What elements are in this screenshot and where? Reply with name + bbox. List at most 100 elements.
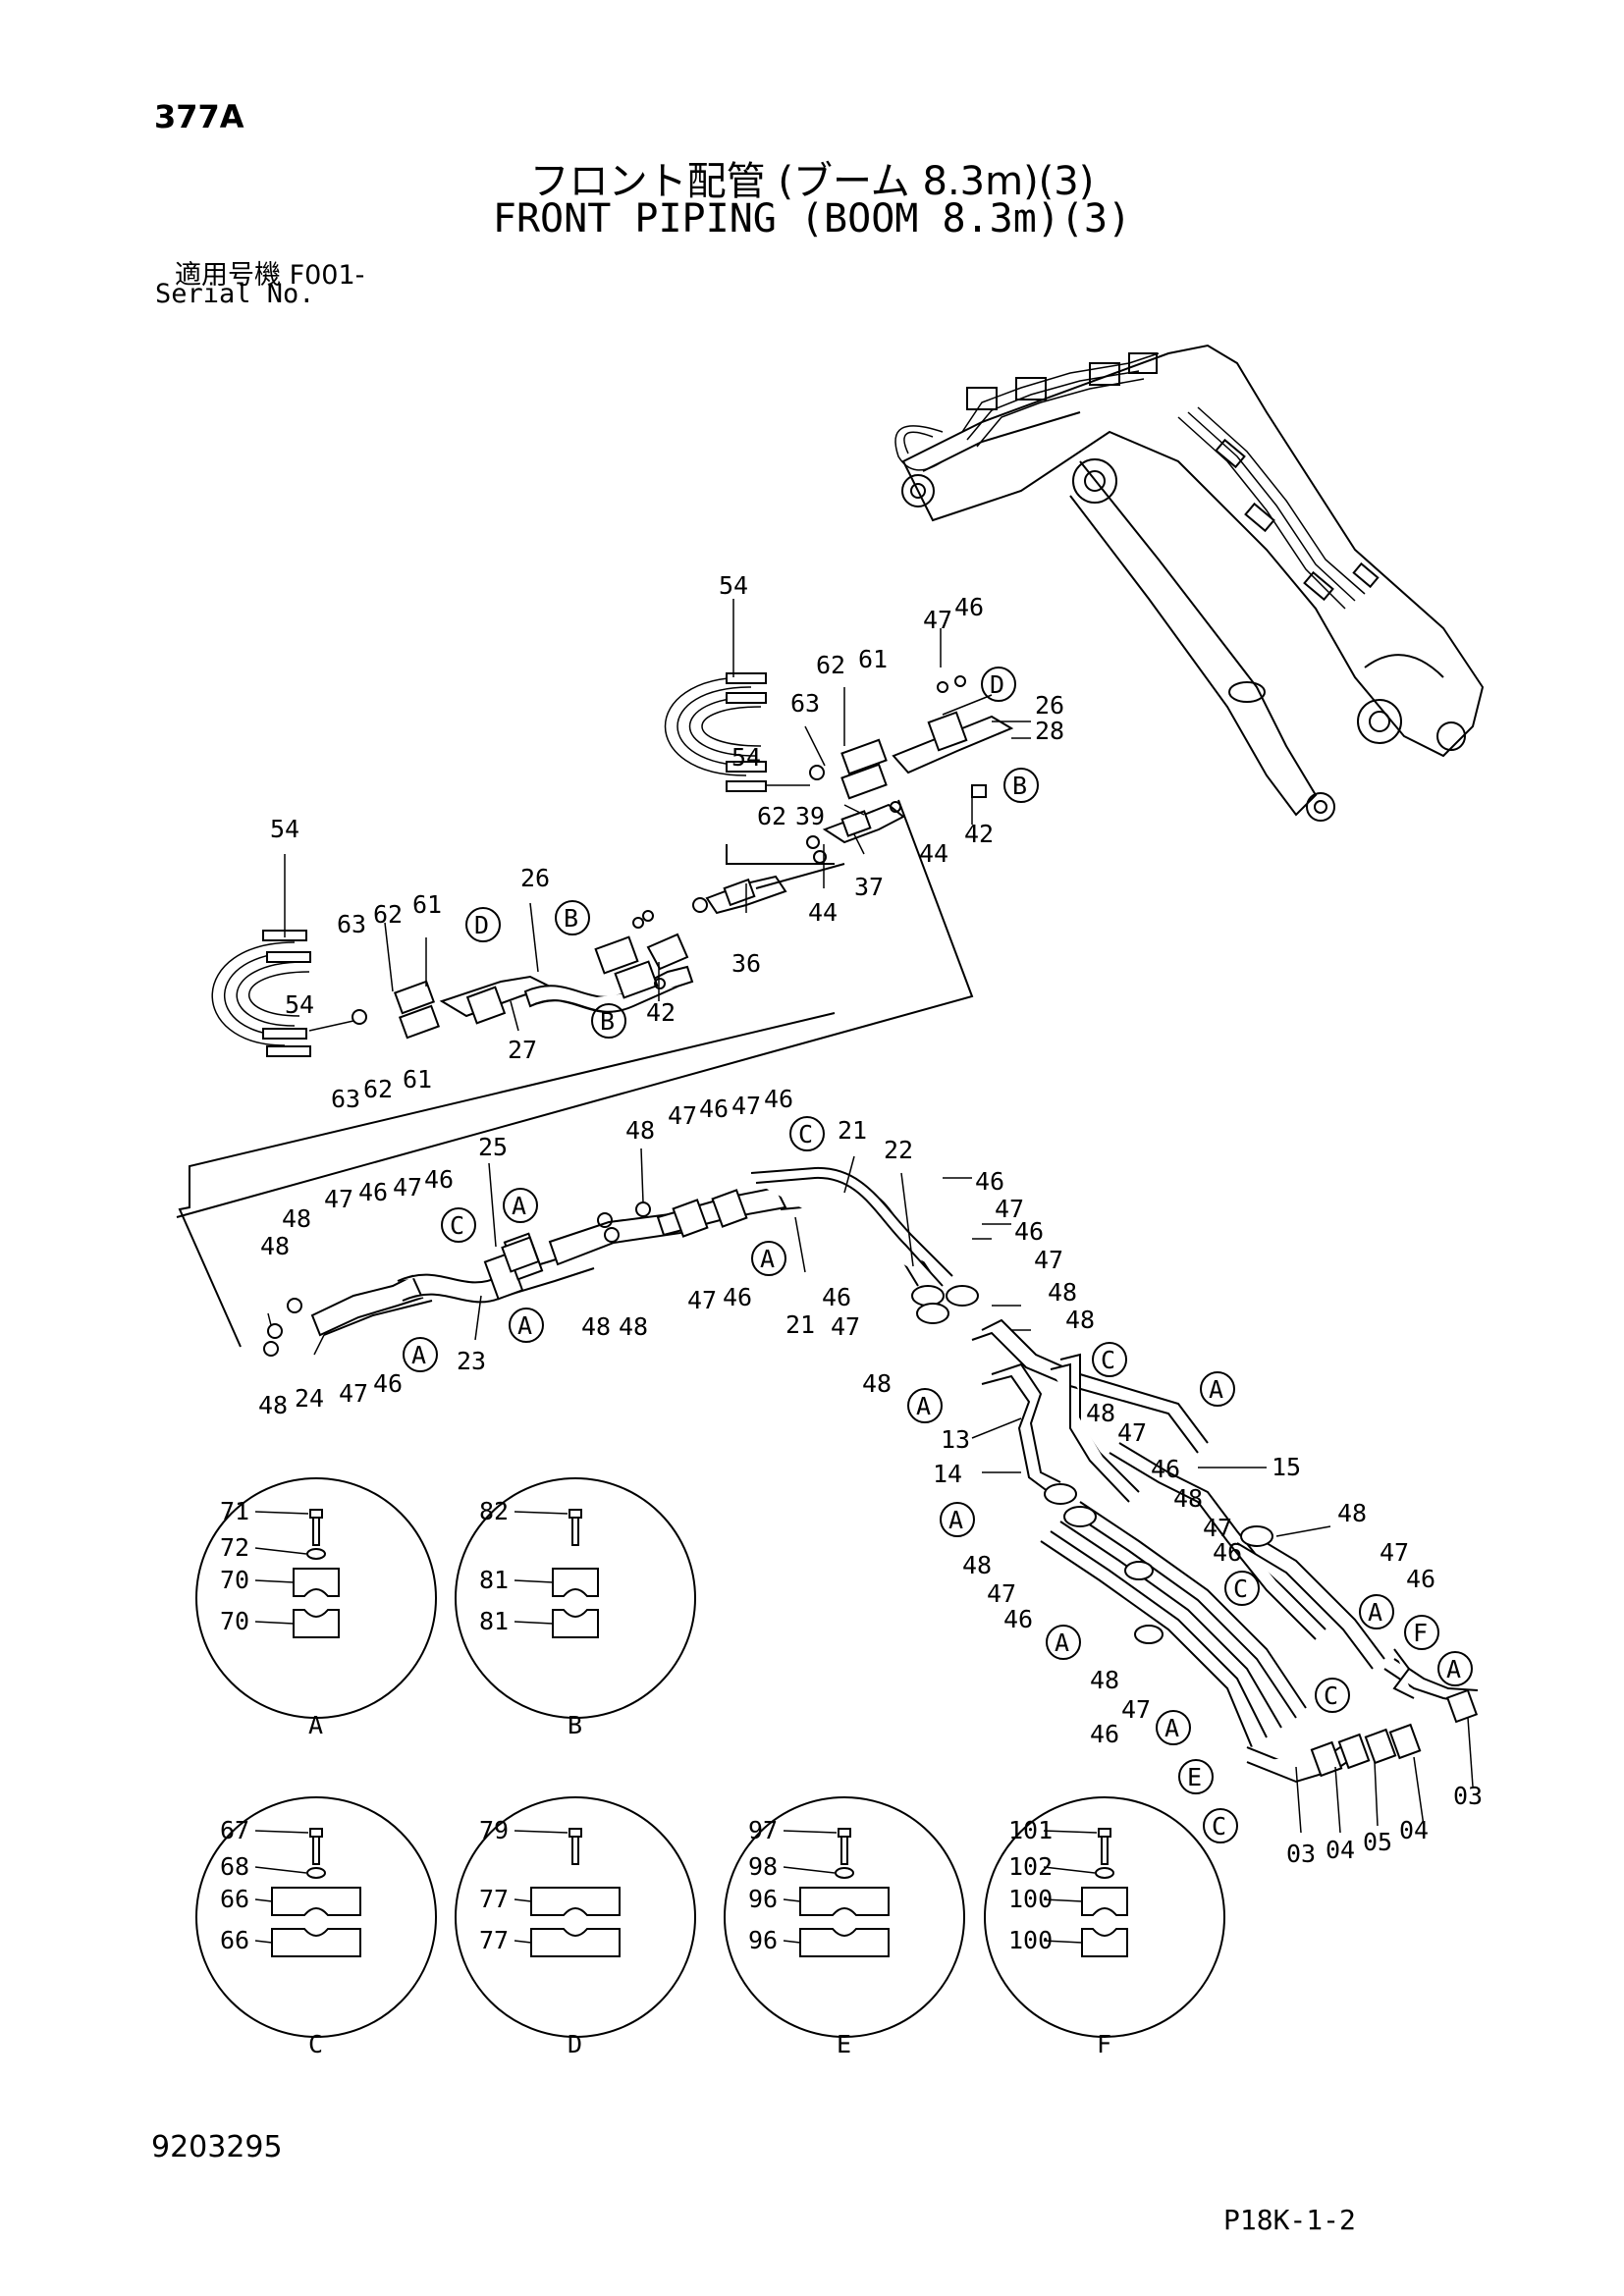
detail-letter: B (568, 1711, 582, 1739)
svg-text:C: C (1324, 1682, 1338, 1710)
callout: 47 (668, 1101, 697, 1130)
svg-text:C: C (450, 1211, 464, 1240)
callout: 48 (282, 1204, 311, 1233)
detail-part-number: 79 (479, 1816, 509, 1844)
callout: 26 (1035, 691, 1064, 720)
callout: 46 (1090, 1720, 1119, 1748)
callout: 54 (270, 815, 299, 843)
callout: 54 (719, 571, 748, 600)
callout: 48 (1065, 1306, 1095, 1334)
callout: 04 (1399, 1816, 1429, 1844)
callout: 46 (954, 593, 984, 621)
ref-c-2: C (441, 1207, 476, 1243)
ref-a-11: A (1156, 1710, 1191, 1745)
callout: 47 (1203, 1514, 1232, 1542)
document-number: 9203295 (151, 2130, 283, 2164)
callout: 62 (757, 802, 786, 830)
callout: 47 (324, 1185, 353, 1213)
callout: 63 (337, 910, 366, 938)
callout: 63 (790, 689, 820, 718)
leader-lines (267, 599, 1474, 1834)
detail-part-number: 81 (479, 1566, 509, 1594)
ref-c-1: C (789, 1116, 825, 1151)
ref-e: E (1178, 1759, 1214, 1794)
svg-text:F: F (1413, 1619, 1428, 1647)
callout: 21 (838, 1116, 867, 1145)
detail-part-number: 96 (748, 1885, 778, 1913)
svg-text:B: B (600, 1007, 615, 1036)
detail-letter: F (1097, 2030, 1111, 2058)
callout: 47 (987, 1579, 1016, 1608)
detail-part-number: 70 (220, 1566, 249, 1594)
ref-a-3: A (509, 1308, 544, 1343)
connection-boundary (176, 799, 974, 1348)
callout: 47 (1034, 1246, 1063, 1274)
callout: 47 (731, 1092, 761, 1120)
page-reference: P18K-1-2 (1223, 2204, 1356, 2236)
detail-part-number: 98 (748, 1852, 778, 1881)
callout: 04 (1326, 1836, 1355, 1864)
callout: 46 (1014, 1217, 1044, 1246)
callout: 44 (808, 898, 838, 927)
detail-part-number: 81 (479, 1607, 509, 1635)
middle-pipe-assembly (263, 1166, 1479, 1784)
detail-part-number: 67 (220, 1816, 249, 1844)
boom-overview-illustration (894, 344, 1485, 822)
detail-letter: C (308, 2030, 323, 2058)
callout: 47 (1380, 1538, 1409, 1567)
callout: 48 (1090, 1666, 1119, 1694)
callout: 48 (625, 1116, 655, 1145)
callout: 46 (975, 1167, 1004, 1196)
callout: 54 (731, 743, 761, 772)
ref-b-left2: B (591, 1003, 626, 1039)
callout: 46 (723, 1283, 752, 1311)
callout: 61 (412, 890, 442, 919)
callout: 27 (508, 1036, 537, 1064)
callout: 46 (1151, 1455, 1180, 1483)
callout: 26 (520, 864, 550, 892)
ref-a-7: A (940, 1502, 975, 1537)
callout: 44 (919, 839, 948, 868)
callout: 46 (424, 1165, 454, 1194)
ref-a-6: A (1200, 1371, 1235, 1407)
callout: 46 (1213, 1538, 1242, 1567)
ref-c-5: C (1315, 1678, 1350, 1713)
callout: 37 (854, 873, 884, 901)
svg-text:A: A (517, 1311, 532, 1340)
callout: 48 (1048, 1278, 1077, 1307)
svg-text:A: A (948, 1506, 963, 1534)
callout: 47 (831, 1312, 860, 1341)
svg-text:C: C (1233, 1575, 1248, 1603)
detail-letter: A (308, 1711, 323, 1739)
callout: 54 (285, 990, 314, 1019)
callout: 48 (962, 1551, 992, 1579)
callout: 46 (358, 1178, 388, 1206)
svg-text:A: A (1164, 1714, 1179, 1742)
callout: 05 (1363, 1828, 1392, 1856)
ref-c-6: C (1203, 1808, 1238, 1843)
callout: 48 (258, 1391, 288, 1419)
callout: 61 (858, 645, 888, 673)
detail-part-number: 72 (220, 1533, 249, 1562)
svg-text:D: D (474, 911, 489, 939)
detail-part-number: 77 (479, 1885, 509, 1913)
reference-letter-markers: D B D B B C A C A A A C A A A C A A F A … (403, 667, 1473, 1843)
title-japanese: フロント配管 (ブーム 8.3m)(3) (529, 159, 1095, 204)
callout: 48 (1086, 1399, 1115, 1427)
upper-right-hose-group (664, 672, 1014, 864)
svg-text:D: D (990, 670, 1004, 699)
callout: 15 (1272, 1453, 1301, 1481)
callout: 47 (995, 1195, 1024, 1223)
callout: 61 (403, 1065, 432, 1094)
ref-d-left: D (465, 907, 501, 942)
callout: 48 (260, 1232, 290, 1260)
ref-c-3: C (1092, 1342, 1127, 1377)
detail-letter: E (837, 2030, 851, 2058)
svg-text:A: A (1368, 1598, 1382, 1627)
